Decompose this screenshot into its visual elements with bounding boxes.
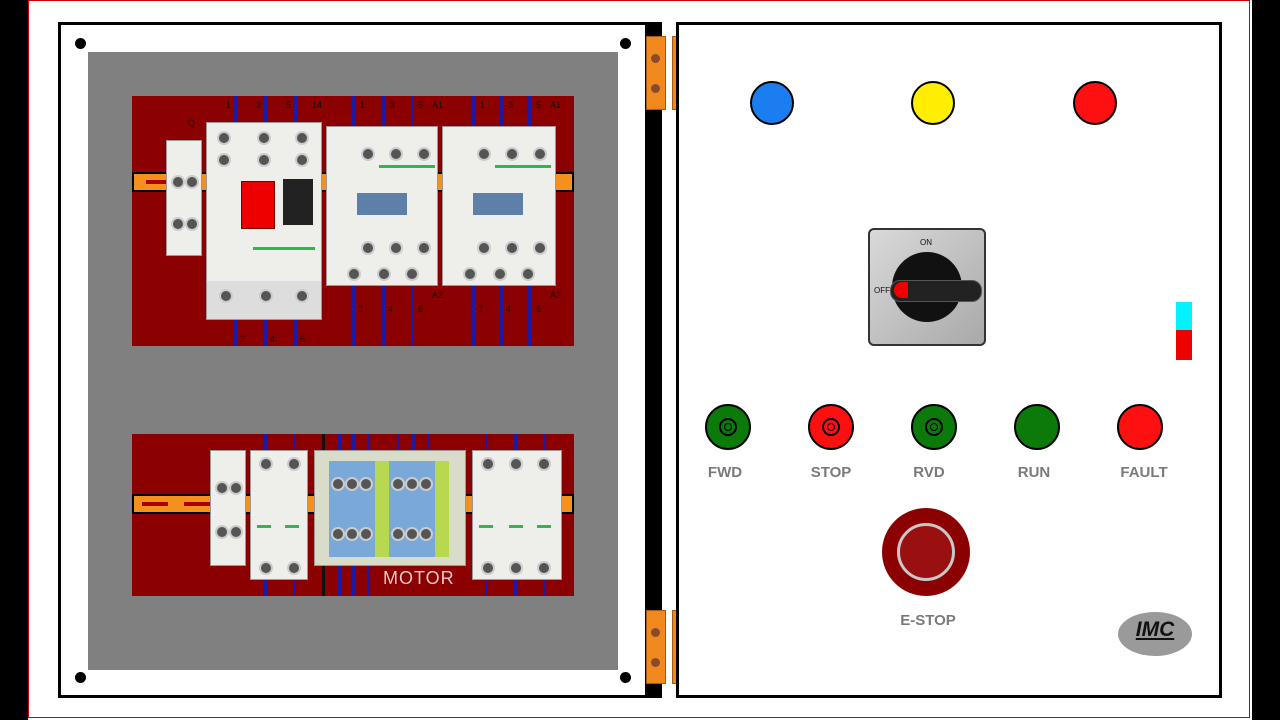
terminal-block [166, 140, 202, 256]
contactor1-terminal-label: 5 [418, 100, 424, 110]
fault-label: FAULT [1120, 464, 1168, 481]
corner-screw-icon [75, 672, 86, 683]
corner-screw-icon [620, 38, 631, 49]
motor-terminal-strip [314, 450, 466, 566]
stop-button[interactable] [808, 404, 854, 450]
estop-label: E-STOP [900, 612, 956, 629]
status-indicator-red [1176, 330, 1192, 360]
blue-pilot-light [750, 81, 794, 125]
terminal-block [210, 450, 246, 566]
run-label: RUN [1017, 464, 1051, 481]
contactor1-terminal-label: 6 [418, 304, 424, 314]
contactor2-terminal-label: 4 [506, 304, 512, 314]
selector-on-label: ON [920, 238, 932, 247]
breaker-label: Q [188, 118, 196, 128]
contactor2-terminal-label: 2 [478, 304, 484, 314]
mpcb-terminal-label: 14 [312, 100, 323, 110]
contactor2-terminal-label: 3 [508, 100, 514, 110]
logo-text: IMC [1135, 618, 1175, 641]
contactor2-terminal-label: 6 [536, 304, 542, 314]
rvd-button[interactable] [911, 404, 957, 450]
on-off-selector-switch[interactable]: ON OFF [868, 228, 986, 346]
contactor1-terminal-label: 2 [358, 304, 364, 314]
reverse-contactor [442, 126, 556, 286]
motor-label: MOTOR [383, 568, 455, 588]
run-indicator-light [1014, 404, 1060, 450]
motor-protection-breaker [206, 122, 322, 320]
contactor1-terminal-label: A1 [432, 100, 444, 110]
fwd-label: FWD [707, 464, 743, 481]
contactor1-terminal-label: 4 [388, 304, 394, 314]
mpcb-terminal-label: 3 [256, 100, 262, 110]
imc-logo: IMC [1118, 612, 1192, 656]
corner-screw-icon [620, 672, 631, 683]
emergency-stop-button[interactable] [882, 508, 970, 596]
hinge-pillar [646, 22, 662, 698]
contactor1-terminal-label: 3 [390, 100, 396, 110]
status-indicator-cyan [1176, 302, 1192, 330]
mpcb-terminal-label: 6 [300, 334, 306, 344]
forward-contactor [326, 126, 438, 286]
contactor2-terminal-label: A2 [550, 290, 562, 300]
control-circuit-breaker [250, 450, 308, 580]
red-pilot-light [1073, 81, 1117, 125]
yellow-pilot-light [911, 81, 955, 125]
rvd-label: RVD [913, 464, 945, 481]
mpcb-terminal-label: 5 [286, 100, 292, 110]
mpcb-terminal-label: 4 [270, 334, 276, 344]
fault-indicator-light [1117, 404, 1163, 450]
mpcb-terminal-label: 2 [240, 334, 246, 344]
contactor1-terminal-label: 1 [360, 100, 366, 110]
main-circuit-breaker [472, 450, 562, 580]
selector-off-label: OFF [874, 286, 890, 295]
panel-door [676, 22, 1222, 698]
corner-screw-icon [75, 38, 86, 49]
stop-label: STOP [810, 464, 852, 481]
contactor1-terminal-label: A2 [432, 290, 444, 300]
mpcb-terminal-label: 1 [226, 100, 232, 110]
contactor2-terminal-label: 5 [536, 100, 542, 110]
fwd-button[interactable] [705, 404, 751, 450]
contactor2-terminal-label: A1 [550, 100, 562, 110]
contactor2-terminal-label: 1 [480, 100, 486, 110]
